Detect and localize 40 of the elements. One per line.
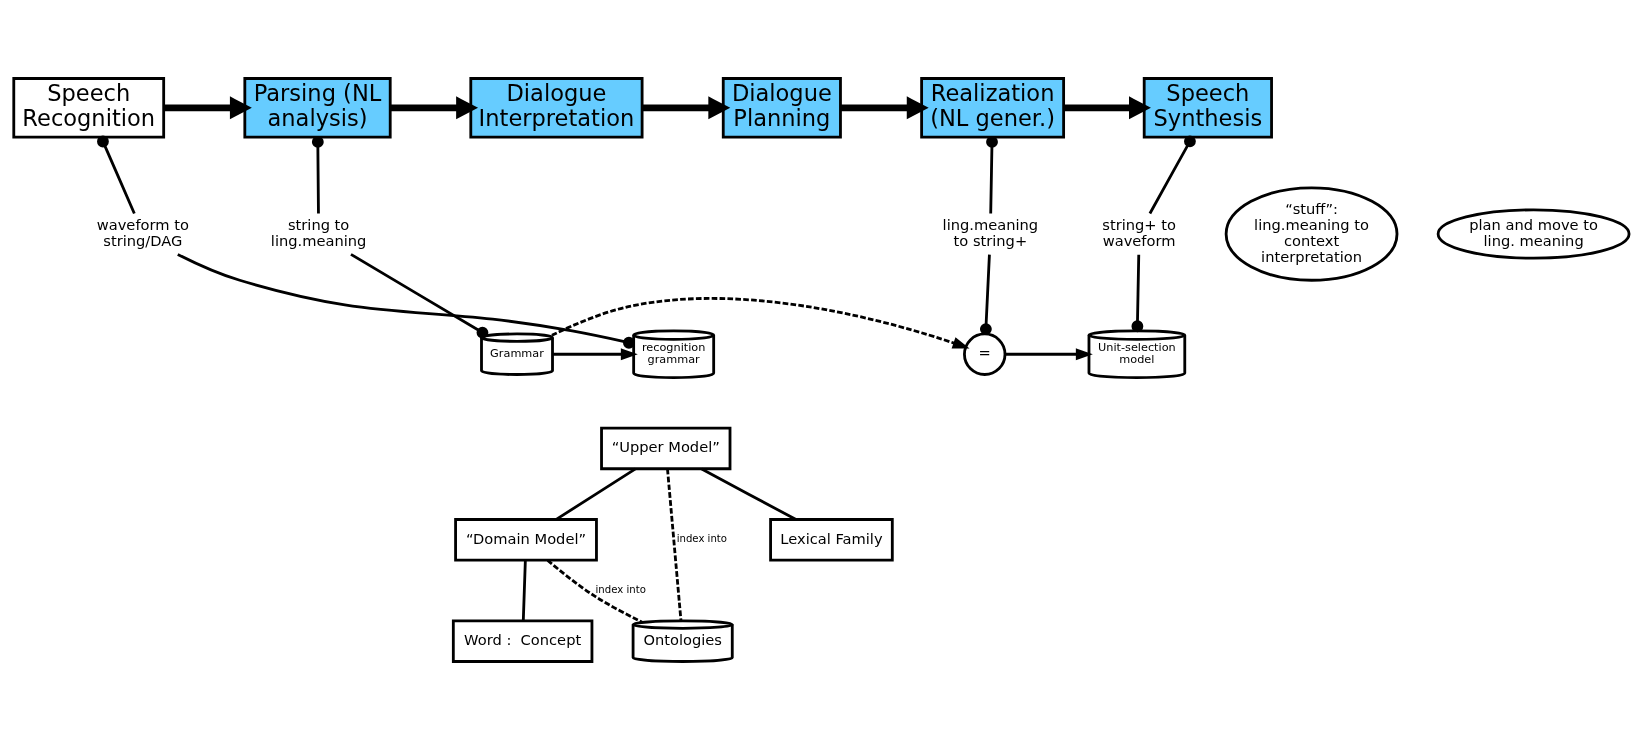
node-text: string to ling.meaning <box>270 215 367 249</box>
node-text: waveform to string/DAG <box>96 215 189 249</box>
node-box: Speech Synthesis <box>1142 76 1273 138</box>
arrow <box>1005 347 1093 360</box>
node-box: Realization (NL gener.) <box>920 76 1066 138</box>
arrow <box>642 95 731 119</box>
node-text: ling.meaning to string+ <box>942 215 1039 249</box>
node-box: Word : Concept <box>451 619 594 663</box>
connector <box>546 558 643 623</box>
edge-label: index into <box>676 532 727 544</box>
edge-label: index into <box>595 583 646 595</box>
arrow <box>840 95 929 119</box>
node-ellipse: plan and move to ling. meaning <box>1436 208 1631 260</box>
node-box: Speech Recognition <box>12 76 166 138</box>
connector <box>986 135 998 213</box>
node-box: “Domain Model” <box>454 517 598 561</box>
node-circle: = <box>963 332 1007 376</box>
connector <box>177 252 635 349</box>
connector <box>521 559 527 621</box>
node-ellipse: “stuff”: ling.meaning to context interpretation <box>1224 185 1399 282</box>
node-box: Dialogue Planning <box>721 76 842 138</box>
connector <box>350 252 489 338</box>
connector <box>1131 254 1144 332</box>
connector <box>666 468 683 621</box>
arrow <box>163 95 252 119</box>
connector <box>979 254 992 335</box>
connector <box>1148 134 1196 214</box>
arrow <box>390 95 479 119</box>
connector <box>97 135 136 214</box>
node-box: Lexical Family <box>769 517 894 561</box>
connector <box>701 467 797 521</box>
arrow <box>1063 95 1151 119</box>
node-box: “Upper Model” <box>600 426 732 470</box>
node-text: string+ to waveform <box>1102 215 1176 249</box>
connector <box>555 467 637 521</box>
arrow <box>551 296 970 349</box>
arrow <box>552 347 638 360</box>
node-box: Dialogue Interpretation <box>469 76 644 138</box>
connector <box>311 135 324 213</box>
node-box: Parsing (NL analysis) <box>243 76 392 138</box>
